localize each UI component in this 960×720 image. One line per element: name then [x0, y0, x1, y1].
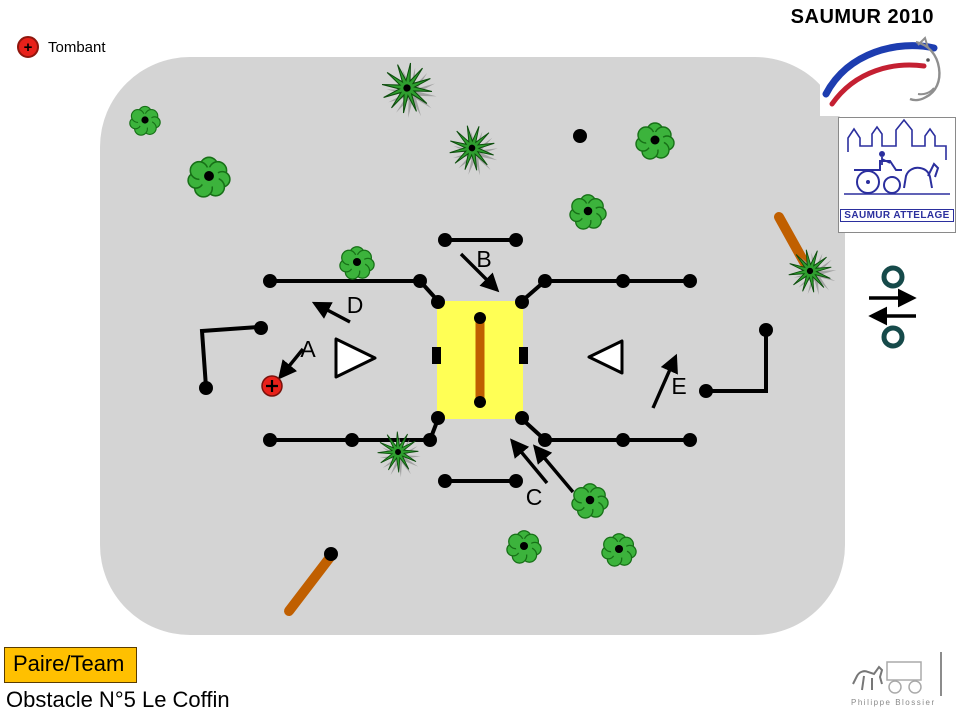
attelage-caption: SAUMUR ATTELAGE — [840, 209, 954, 222]
gate-d-label: D — [347, 292, 364, 318]
event-title: SAUMUR 2010 — [790, 6, 934, 28]
direction-triangle-right — [334, 337, 377, 379]
gate-d: D — [311, 292, 364, 324]
gate-c: C — [510, 438, 575, 510]
carriage-castle-icon — [844, 118, 950, 195]
posts — [199, 129, 773, 488]
tombant-legend: + Tombant — [17, 36, 106, 58]
signature-carriage-icon — [852, 652, 942, 696]
gate-b: B — [459, 246, 500, 293]
rails — [199, 238, 768, 483]
signature-name: Philippe Blossier — [851, 698, 936, 707]
tombant-label: Tombant — [48, 38, 106, 56]
gate-b-label: B — [476, 246, 491, 272]
fallen-rail-bottom — [284, 547, 338, 616]
class-label-box: Paire/Team — [4, 647, 138, 683]
signature-logo: Philippe Blossier — [843, 650, 957, 716]
horse-sketch-icon — [822, 36, 941, 107]
france-horse-logo — [820, 36, 958, 116]
gate-c-label: C — [526, 484, 543, 510]
obstacle-box — [431, 295, 529, 425]
obstacle-title: Obstacle N°5 Le Coffin — [6, 687, 230, 712]
gate-a: A — [278, 336, 316, 380]
tombant-icon: + — [17, 36, 39, 58]
fallen-rail-top — [774, 212, 809, 267]
saumur-attelage-logo: SAUMUR ATTELAGE — [838, 117, 956, 233]
gate-a-label: A — [300, 336, 316, 362]
class-label: Paire/Team — [13, 651, 125, 676]
gate-e: E — [651, 353, 687, 409]
gate-e-label: E — [671, 373, 686, 399]
start-finish-symbol — [868, 265, 917, 349]
tombant-marker — [261, 375, 283, 397]
direction-triangle-left — [587, 339, 624, 375]
